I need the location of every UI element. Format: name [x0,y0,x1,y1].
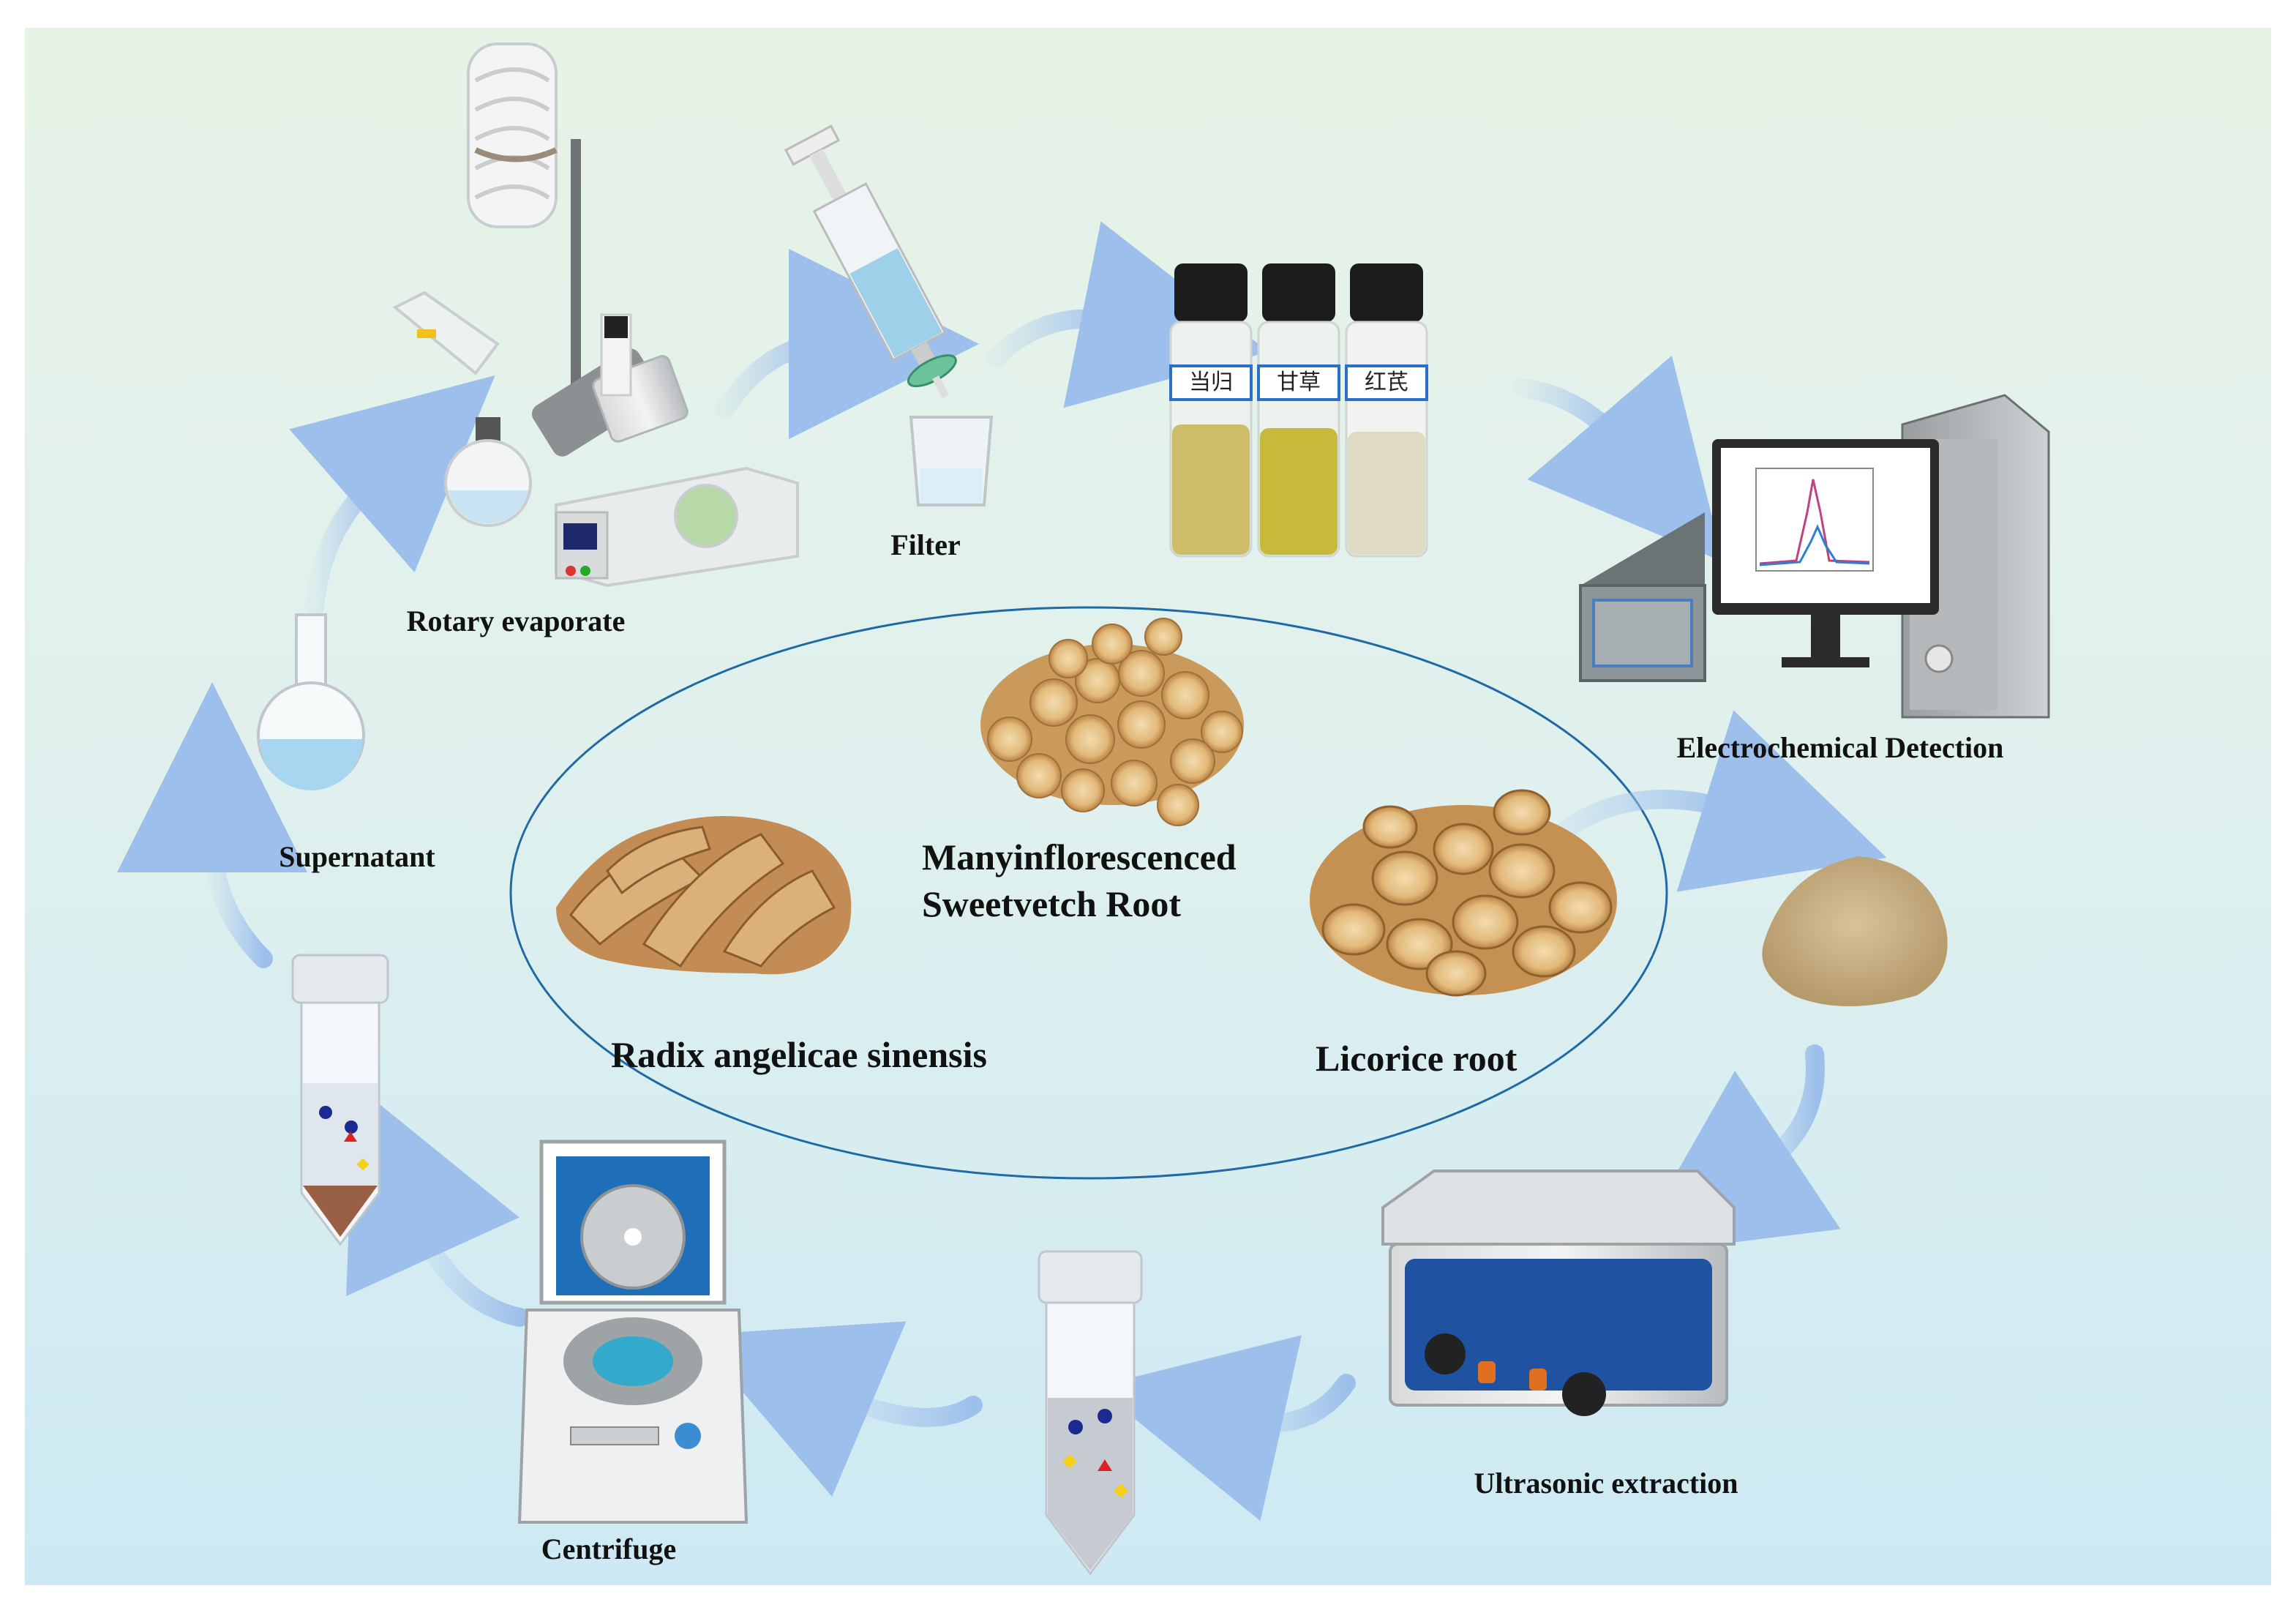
ultrasonic-bath-illustration [1383,1171,1734,1416]
label-electrochemical-detection: Electrochemical Detection [1677,731,2004,764]
vial-1-label: 当归 [1189,370,1233,395]
vial-2-label: 甘草 [1277,370,1321,395]
sample-tube-left [293,955,388,1244]
background-panel [25,28,2271,1585]
label-centrifuge: Centrifuge [541,1532,676,1565]
label-hedysarum-line1: Manyinflorescenced [922,837,1237,877]
centrifuge-illustration [519,1142,746,1522]
vial-2: 甘草 [1258,263,1339,556]
extract-vials: 当归 甘草 红芪 [1171,263,1427,556]
label-ultrasonic-extraction: Ultrasonic extraction [1474,1467,1738,1500]
vial-3: 红芪 [1346,263,1427,556]
label-supernatant: Supernatant [279,840,435,873]
sample-tube-middle [1039,1251,1141,1573]
label-licorice: Licorice root [1316,1038,1517,1079]
label-angelica: Radix angelicae sinensis [611,1034,987,1075]
vial-1: 当归 [1171,263,1251,556]
label-hedysarum-line2: Sweetvetch Root [922,883,1181,924]
vial-3-label: 红芪 [1365,370,1408,395]
label-filter: Filter [890,528,961,561]
label-rotary-evaporate: Rotary evaporate [407,605,626,637]
